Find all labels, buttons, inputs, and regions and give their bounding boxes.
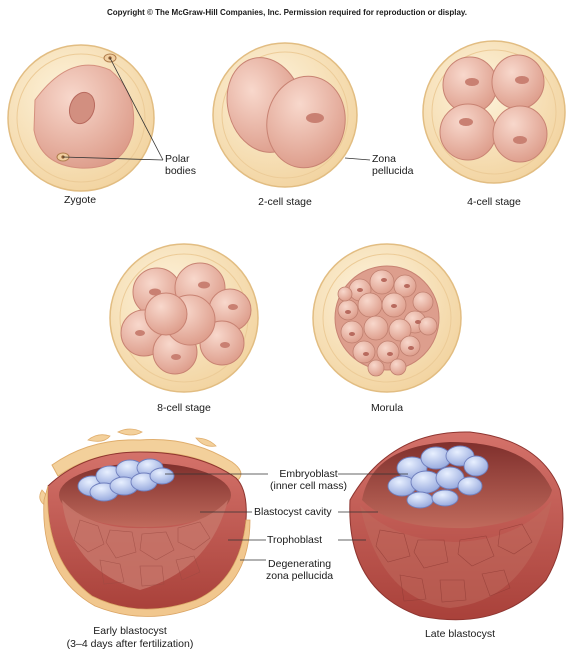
eight-cell-stage-label: 8-cell stage: [134, 402, 234, 414]
eight-cell-stage-illustration: [110, 244, 258, 392]
late-blastocyst-label: Late blastocyst: [400, 628, 520, 640]
polar-bodies-text-line1: Polar: [165, 153, 196, 165]
blastocyst-cavity-callout: Blastocyst cavity: [254, 506, 332, 518]
degenerating-zona-text-line2: zona pellucida: [266, 570, 333, 582]
zona-pellucida-text-line1: Zona: [372, 153, 413, 165]
embryoblast-text-line2: (inner cell mass): [270, 480, 347, 492]
degenerating-zona-callout: Degenerating zona pellucida: [266, 558, 333, 582]
polar-bodies-callout: Polar bodies: [165, 153, 196, 177]
late-blastocyst-illustration: [338, 432, 563, 620]
two-cell-stage-label: 2-cell stage: [235, 196, 335, 208]
embryoblast-text-line1: Embryoblast: [270, 468, 347, 480]
morula-label: Morula: [337, 402, 437, 414]
zygote-label: Zygote: [40, 194, 120, 206]
polar-bodies-text-line2: bodies: [165, 165, 196, 177]
four-cell-stage-illustration: [423, 41, 565, 183]
zygote-illustration: [8, 45, 163, 191]
morula-illustration: [313, 244, 461, 392]
early-blastocyst-label: Early blastocyst: [55, 625, 205, 637]
four-cell-stage-label: 4-cell stage: [444, 196, 544, 208]
early-blastocyst-illustration: [40, 429, 268, 617]
degenerating-zona-text-line1: Degenerating: [266, 558, 333, 570]
zona-pellucida-text-line2: pellucida: [372, 165, 413, 177]
early-blastocyst-note: (3–4 days after fertilization): [40, 638, 220, 650]
embryoblast-callout: Embryoblast (inner cell mass): [270, 468, 347, 492]
trophoblast-callout: Trophoblast: [267, 534, 322, 546]
two-cell-stage-illustration: [213, 43, 370, 187]
zona-pellucida-callout: Zona pellucida: [372, 153, 413, 177]
